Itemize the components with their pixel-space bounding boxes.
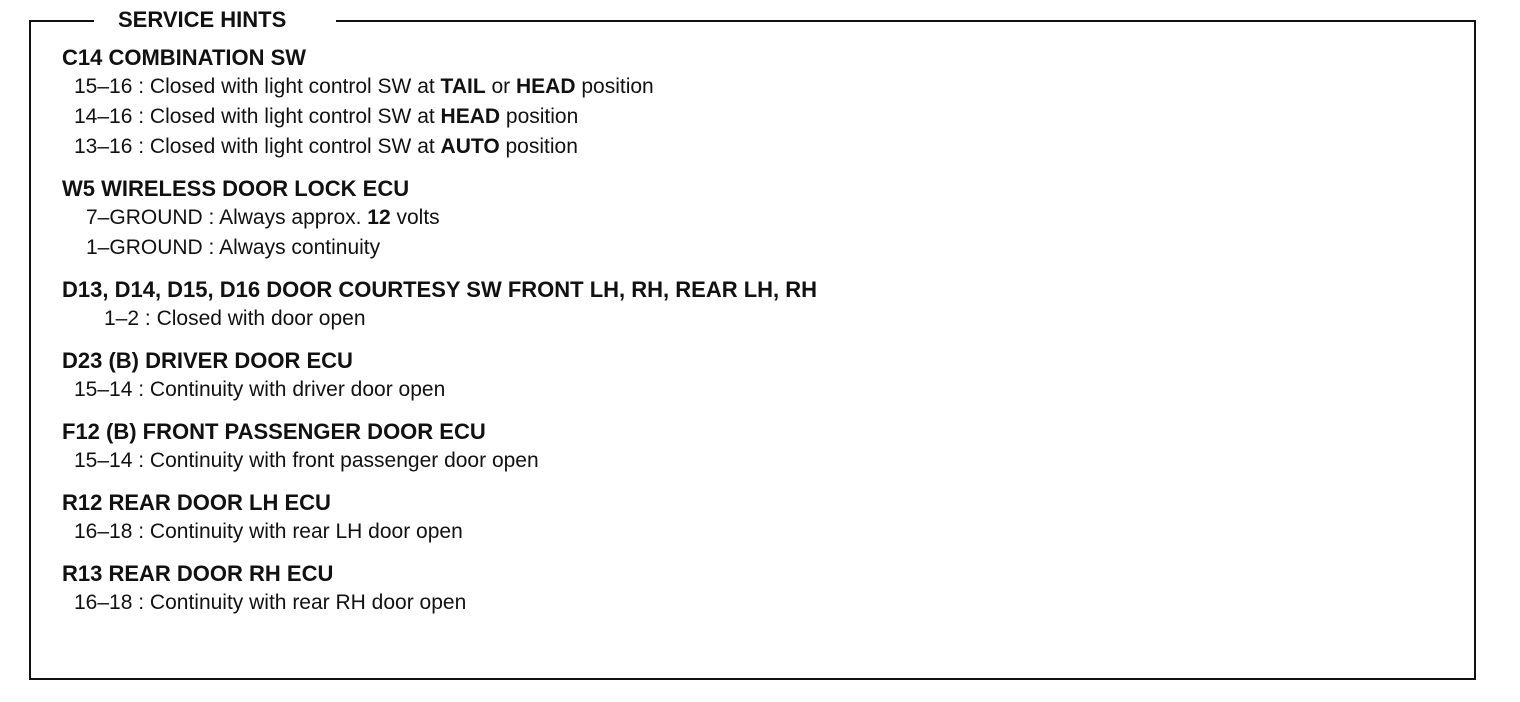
hint-text: Closed with light control SW at	[149, 75, 441, 98]
section-heading: D23 (B) DRIVER DOOR ECU	[62, 348, 353, 373]
separator: :	[132, 591, 150, 614]
section-d23-driver-door-ecu: D23 (B) DRIVER DOOR ECU 15–14 : Continui…	[62, 347, 1452, 405]
hint-emphasis: HEAD	[440, 105, 501, 128]
hint-line: 15–14 : Continuity with driver door open	[62, 375, 1452, 405]
hint-line: 15–14 : Continuity with front passenger …	[62, 446, 1452, 476]
section-heading: W5 WIRELESS DOOR LOCK ECU	[62, 176, 410, 201]
hint-line: 16–18 : Continuity with rear RH door ope…	[62, 588, 1452, 618]
hint-text: Closed with light control SW at	[149, 105, 441, 128]
hint-text: position	[575, 75, 654, 98]
separator: :	[202, 236, 220, 259]
service-hints-frame	[29, 20, 1476, 680]
terminal-pair: 15–16	[74, 75, 133, 98]
hint-text: Always continuity	[219, 236, 381, 259]
separator: :	[132, 135, 150, 158]
terminal-pair: 15–14	[74, 378, 133, 401]
section-heading: F12 (B) FRONT PASSENGER DOOR ECU	[62, 419, 486, 444]
separator: :	[132, 105, 150, 128]
hints-content: C14 COMBINATION SW 15–16 : Closed with l…	[62, 44, 1452, 631]
separator: :	[202, 206, 220, 229]
hint-text: position	[500, 105, 579, 128]
section-r13-rear-door-rh-ecu: R13 REAR DOOR RH ECU 16–18 : Continuity …	[62, 560, 1452, 618]
hint-text: Closed with light control SW at	[149, 135, 441, 158]
hint-emphasis: HEAD	[516, 75, 576, 98]
frame-top-rule-left	[29, 20, 94, 22]
hint-text: Continuity with driver door open	[149, 378, 446, 401]
section-heading: D13, D14, D15, D16 DOOR COURTESY SW FRON…	[62, 277, 818, 302]
terminal-pair: 1–2	[104, 307, 140, 330]
hint-text: Continuity with rear RH door open	[149, 591, 467, 614]
section-r12-rear-door-lh-ecu: R12 REAR DOOR LH ECU 16–18 : Continuity …	[62, 489, 1452, 547]
hint-text: Continuity with rear LH door open	[149, 520, 463, 543]
section-heading: R12 REAR DOOR LH ECU	[62, 490, 331, 515]
hint-text: volts	[390, 206, 440, 229]
section-c14-combination-sw: C14 COMBINATION SW 15–16 : Closed with l…	[62, 44, 1452, 162]
hint-emphasis: 12	[367, 206, 391, 229]
hint-emphasis: AUTO	[440, 135, 500, 158]
hint-text: Always approx.	[219, 206, 368, 229]
hint-line: 16–18 : Continuity with rear LH door ope…	[62, 517, 1452, 547]
separator: :	[132, 378, 150, 401]
hint-line: 14–16 : Closed with light control SW at …	[62, 102, 1452, 132]
hint-text: Closed with door open	[156, 307, 366, 330]
hint-text: Continuity with front passenger door ope…	[149, 449, 539, 472]
terminal-pair: 16–18	[74, 591, 133, 614]
terminal-pair: 14–16	[74, 105, 133, 128]
separator: :	[132, 75, 150, 98]
terminal-pair: 1–GROUND	[86, 236, 203, 259]
separator: :	[139, 307, 157, 330]
section-heading: R13 REAR DOOR RH ECU	[62, 561, 334, 586]
page-title: SERVICE HINTS	[118, 7, 287, 32]
hint-line: 7–GROUND : Always approx. 12 volts	[62, 203, 1452, 233]
hint-text: or	[485, 75, 516, 98]
hint-text: position	[499, 135, 578, 158]
terminal-pair: 16–18	[74, 520, 133, 543]
hint-line: 13–16 : Closed with light control SW at …	[62, 132, 1452, 162]
frame-top-rule-right	[336, 20, 1474, 22]
hint-line: 1–2 : Closed with door open	[62, 304, 1452, 334]
separator: :	[132, 520, 150, 543]
separator: :	[132, 449, 150, 472]
section-f12-front-passenger-door-ecu: F12 (B) FRONT PASSENGER DOOR ECU 15–14 :…	[62, 418, 1452, 476]
hint-line: 15–16 : Closed with light control SW at …	[62, 72, 1452, 102]
section-w5-wireless-door-lock-ecu: W5 WIRELESS DOOR LOCK ECU 7–GROUND : Alw…	[62, 175, 1452, 263]
terminal-pair: 7–GROUND	[86, 206, 203, 229]
hint-line: 1–GROUND : Always continuity	[62, 233, 1452, 263]
terminal-pair: 13–16	[74, 135, 133, 158]
section-heading: C14 COMBINATION SW	[62, 45, 307, 70]
terminal-pair: 15–14	[74, 449, 133, 472]
section-door-courtesy-sw: D13, D14, D15, D16 DOOR COURTESY SW FRON…	[62, 276, 1452, 334]
hint-emphasis: TAIL	[440, 75, 486, 98]
